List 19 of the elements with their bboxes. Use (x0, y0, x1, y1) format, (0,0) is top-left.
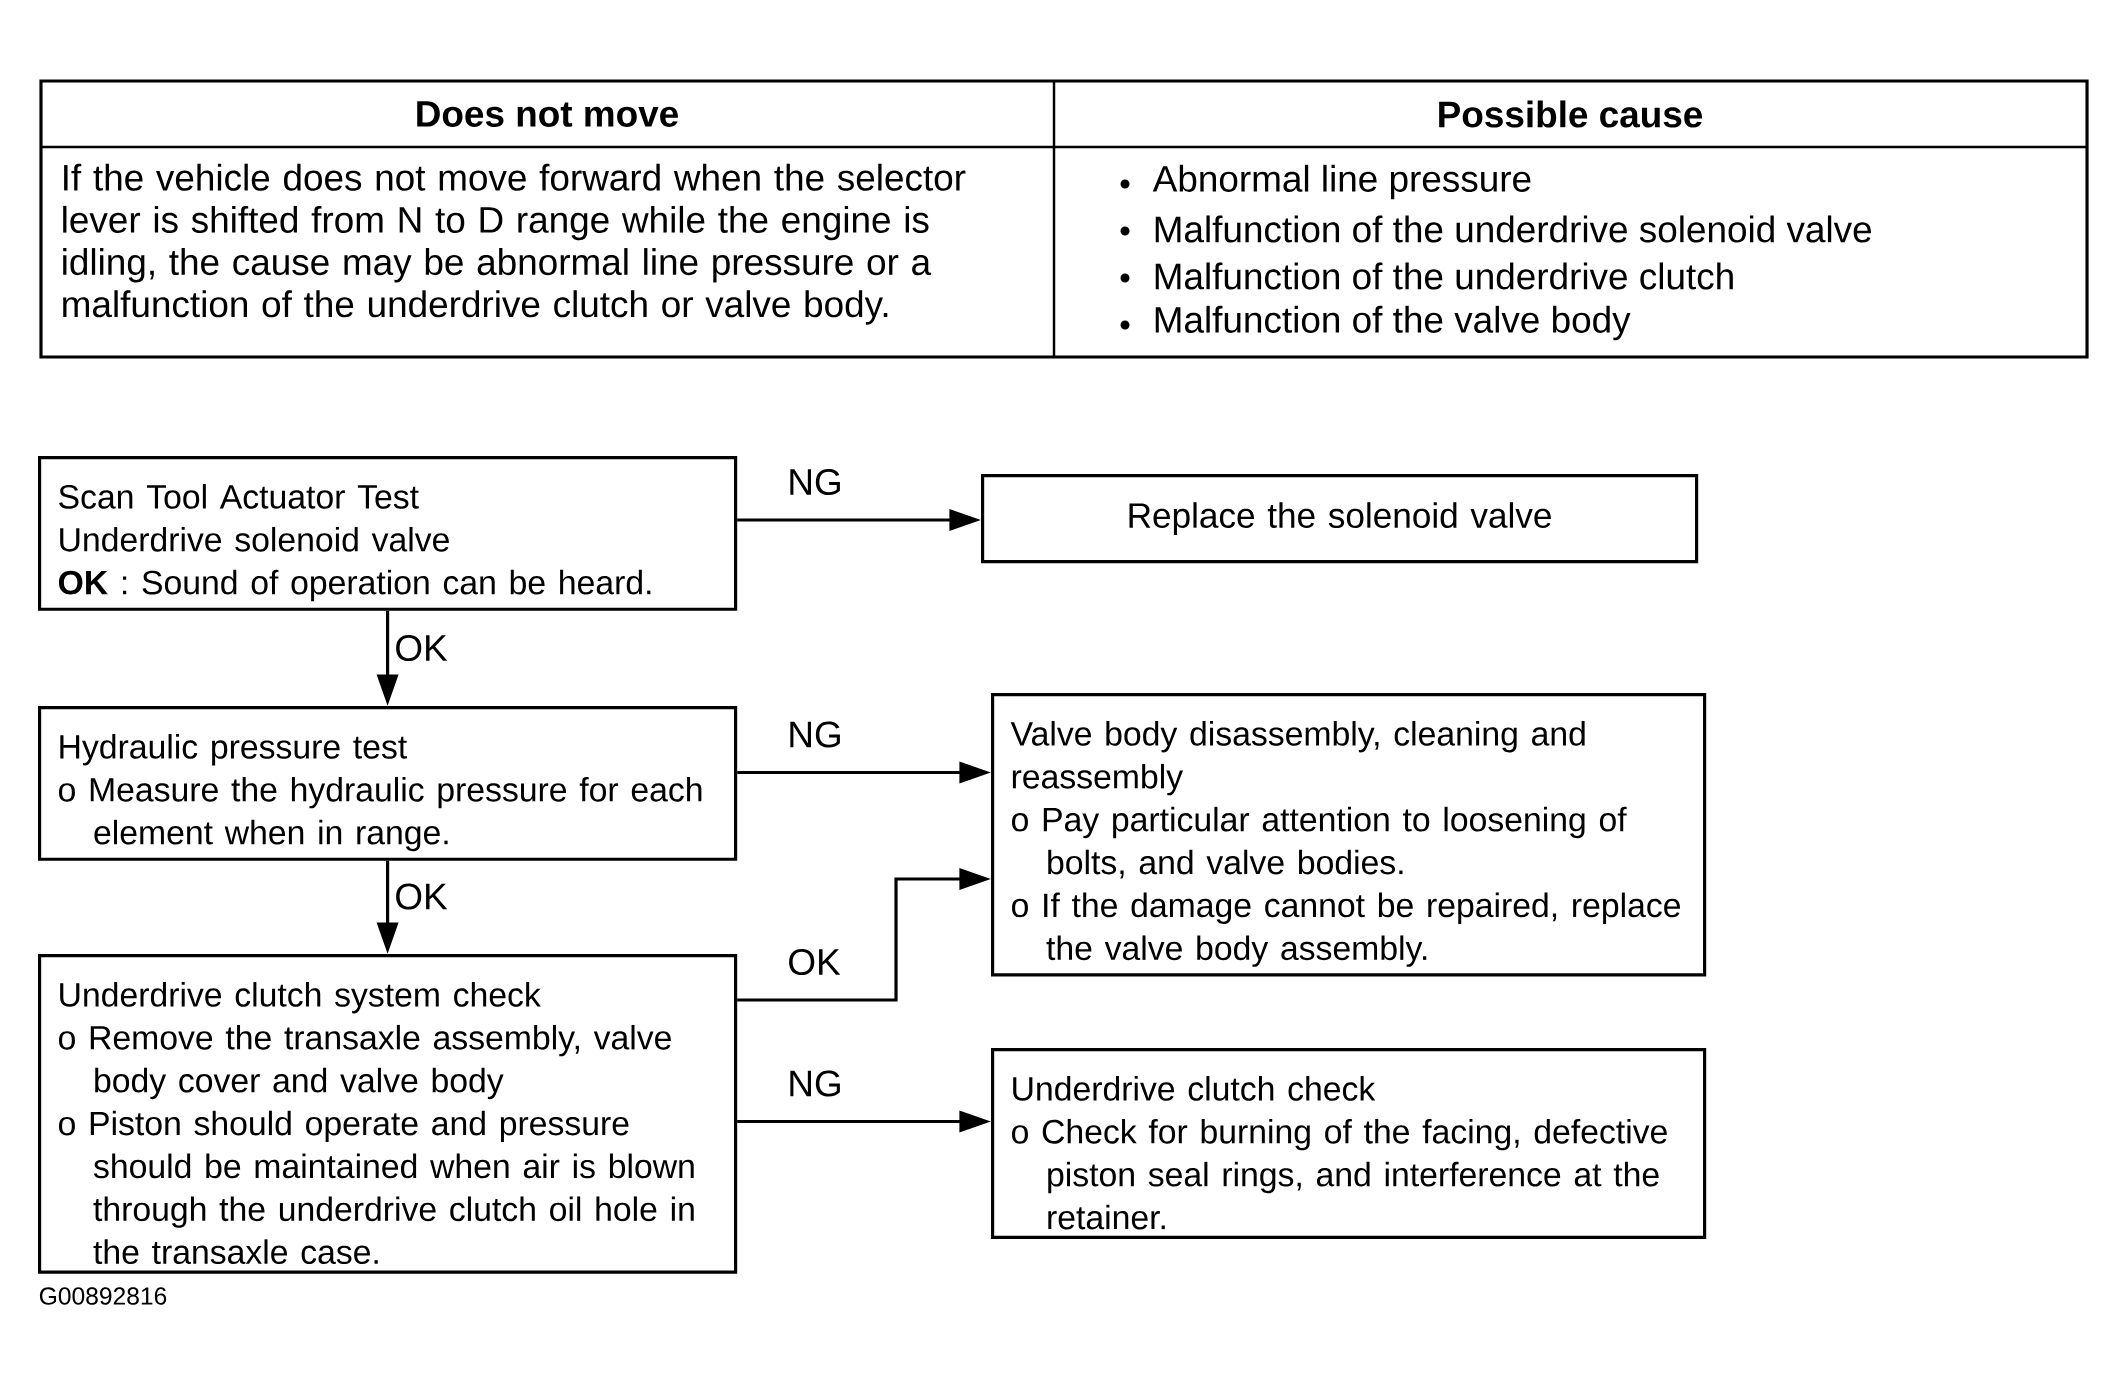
process-box: Replace the solenoid valve (981, 474, 1699, 564)
process-box: Scan Tool Actuator Test Underdrive solenoid valve OK : Sound of operation can be heard. (38, 456, 738, 611)
bullet-item: Abnormal line pressure (1152, 164, 1531, 200)
column-header: Possible cause (1439, 100, 1703, 128)
edge-label: NG (790, 468, 840, 496)
table-cell-text: If the vehicle does not move forward when the selector lever is shifted from N to D range while the engine is idling, the cause may be abnormal line pressure or a malfunction of the underdrive clutch or valve body. (63, 163, 966, 325)
bullet-item: Malfunction of the underdrive solenoid valve (1155, 215, 1871, 243)
column-header: Does not move (417, 101, 678, 127)
process-box: Hydraulic pressure test o Measure the hydraulic pressure for each element when in range. (38, 706, 738, 861)
bullet-item: Malfunction of the underdrive clutch (1155, 262, 1733, 290)
edge-label: OK (396, 634, 448, 662)
edge-label: OK (396, 883, 448, 910)
process-box: Underdrive clutch system check o Remove the transaxle assembly, valve body cover and valve body o Piston should operate and pressure should be maintained when air is blown through the underdrive clutch oil hole in the transaxle case. (38, 954, 738, 1274)
process-box: Valve body disassembly, cleaning and reassembly o Pay particular attention to loosening of bolts, and valve bodies. o If the damage cannot be repaired, replace the valve body assembly. (991, 693, 1707, 977)
bullet-item: Malfunction of the valve body (1155, 305, 1631, 341)
process-box: Underdrive clutch check o Check for burning of the facing, defective piston seal rings, and interference at the retainer. (991, 1048, 1707, 1239)
edge-label: NG (790, 721, 840, 748)
edge-label: OK (789, 948, 841, 976)
edge-label: NG (790, 1070, 840, 1097)
